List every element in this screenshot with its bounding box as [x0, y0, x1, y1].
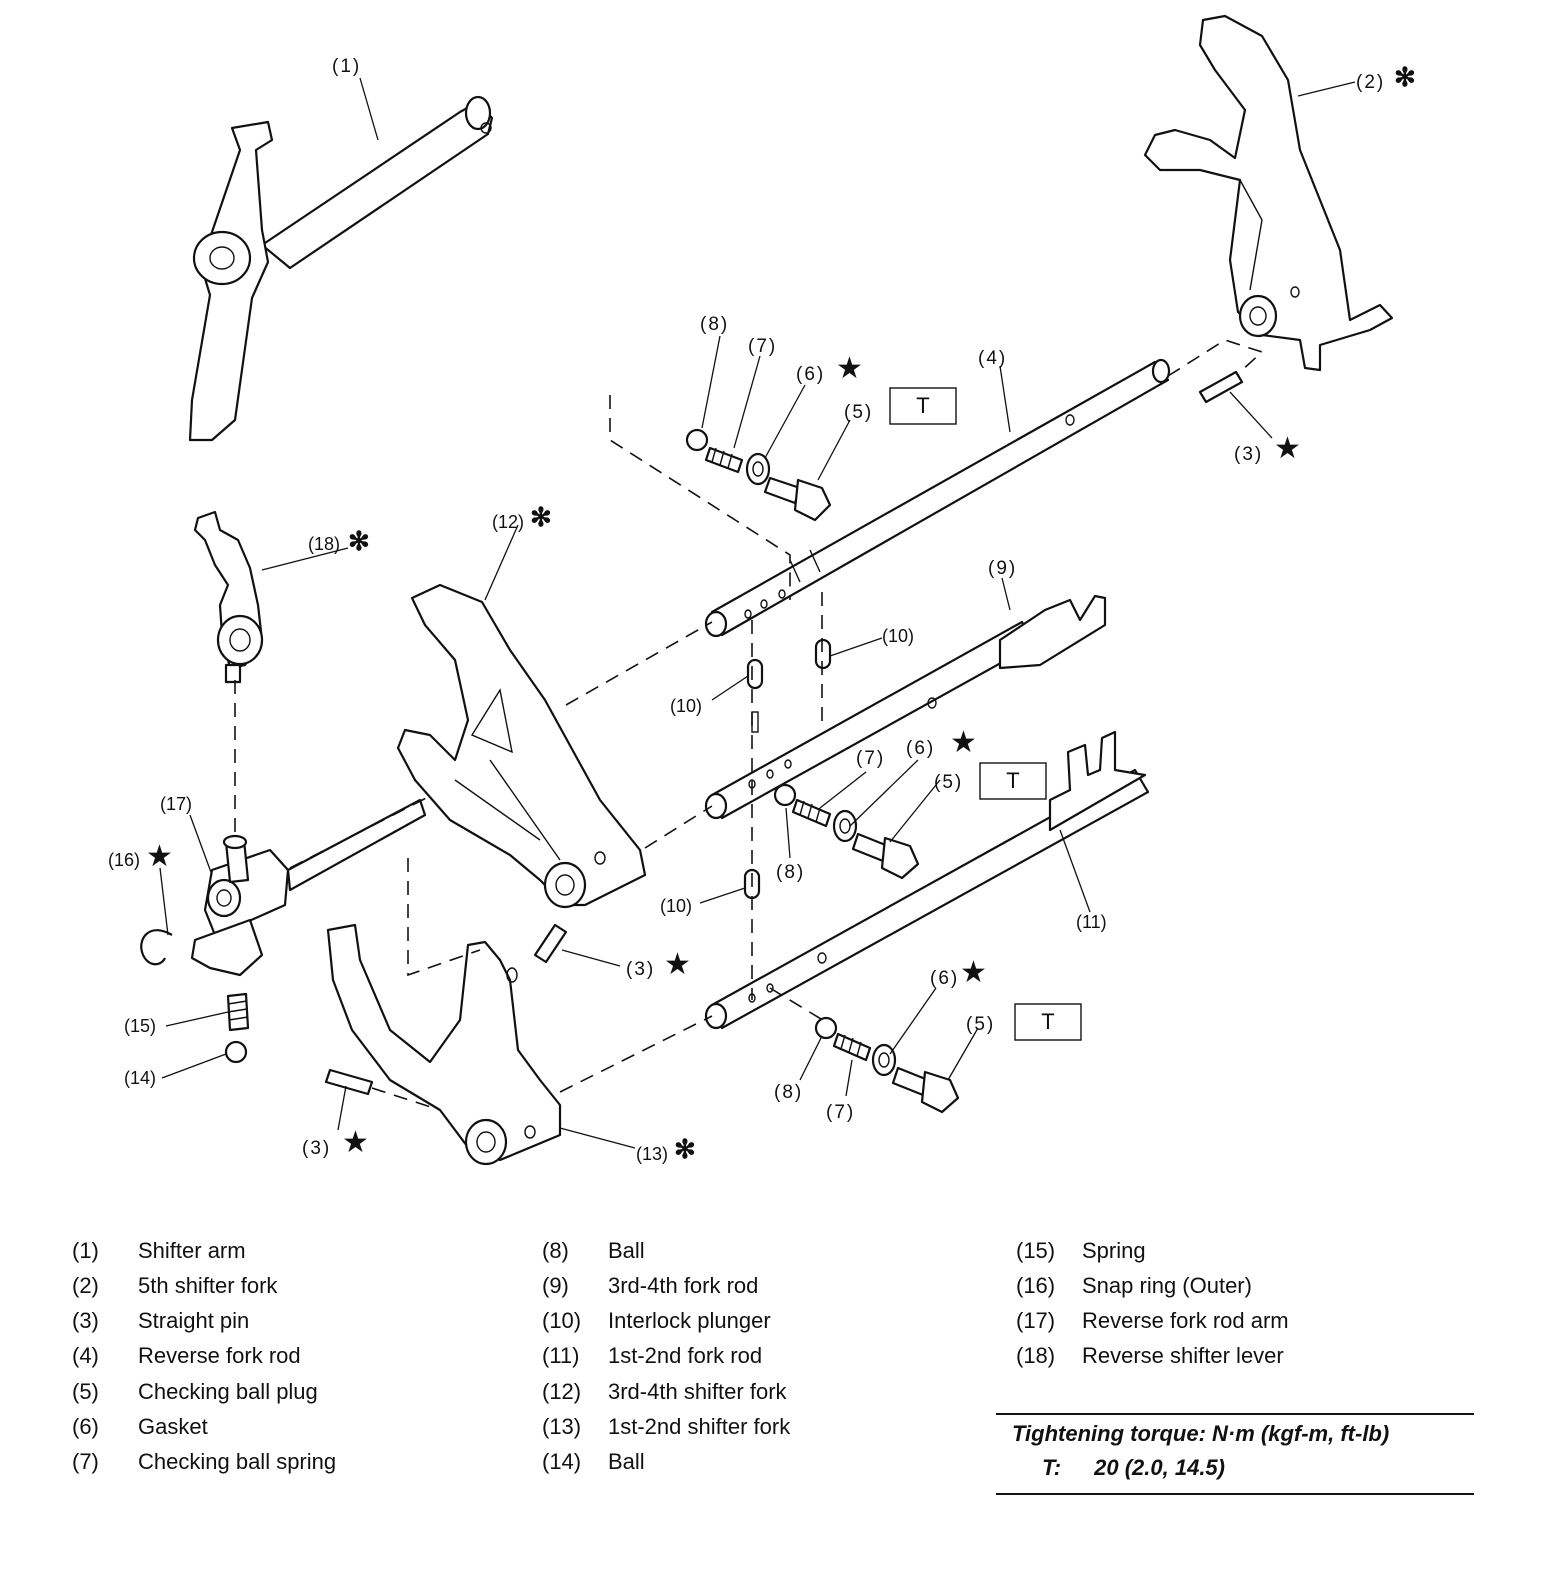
- reverse-fork-rod-arm: [190, 798, 427, 977]
- callout-2: (2): [1356, 72, 1385, 93]
- callout-18: (18): [308, 534, 340, 554]
- torque-label: T:: [1042, 1455, 1062, 1480]
- callout-5c: (5): [966, 1014, 995, 1035]
- straight-pin-middle: [533, 923, 568, 964]
- callout-5a: (5): [844, 402, 873, 423]
- shifter-arm: [188, 95, 494, 442]
- callout-8c: (8): [774, 1082, 803, 1103]
- svg-text:★: ★: [342, 1126, 369, 1159]
- callout-9: (9): [988, 558, 1017, 579]
- callout-12: (12): [492, 512, 524, 532]
- callout-15: (15): [124, 1016, 156, 1036]
- svg-text:★: ★: [1274, 432, 1301, 465]
- callout-1: (1): [332, 56, 361, 77]
- svg-text:✻: ✻: [530, 502, 552, 532]
- leader-lines: [159, 77, 1356, 1149]
- torque-tag-top: T: [889, 387, 957, 425]
- first-second-fork-rod: [704, 730, 1150, 1030]
- callout-14: (14): [124, 1068, 156, 1088]
- reverse-fork-rod: [704, 358, 1171, 638]
- callout-7b: (7): [856, 748, 885, 769]
- snap-ring: [140, 929, 173, 966]
- svg-text:✻: ✻: [348, 526, 370, 556]
- callout-4: (4): [978, 348, 1007, 369]
- assembly-lines: [234, 339, 1264, 1111]
- third-fourth-shifter-fork: [396, 583, 647, 909]
- svg-text:★: ★: [836, 352, 863, 385]
- spring-15: [226, 992, 250, 1032]
- callout-8a: (8): [700, 314, 729, 335]
- svg-text:✻: ✻: [674, 1134, 696, 1164]
- callout-8b: (8): [776, 862, 805, 883]
- svg-text:★: ★: [960, 956, 987, 989]
- callout-6c: (6): [930, 968, 959, 989]
- straight-pin-right: [1198, 370, 1244, 404]
- torque-value: 20 (2.0, 14.5): [1094, 1455, 1225, 1480]
- svg-text:✻: ✻: [1394, 62, 1416, 92]
- svg-text:T: T: [1041, 1009, 1054, 1034]
- svg-text:★: ★: [146, 840, 173, 873]
- callout-16: (16): [108, 850, 140, 870]
- callout-17: (17): [160, 794, 192, 814]
- interlock-plunger-a: [746, 658, 764, 690]
- callout-labels: (1) (2) ✻ (4) (8) (7) (6) ★ (5) (3) ★ (9…: [108, 56, 1416, 1164]
- callout-6a: (6): [796, 364, 825, 385]
- ball-14: [224, 1040, 248, 1064]
- parts-legend: (1)Shifter arm (2)5th shifter fork (3)St…: [72, 1238, 1289, 1474]
- callout-5b: (5): [934, 772, 963, 793]
- first-second-shifter-fork: [326, 923, 562, 1166]
- interlock-plunger-b: [814, 638, 832, 670]
- callout-10a: (10): [670, 696, 702, 716]
- torque-spec: T: 20 (2.0, 14.5): [1042, 1455, 1225, 1481]
- checking-ball-stack-bottom: [814, 1016, 960, 1114]
- torque-tag-middle: T: [979, 762, 1047, 800]
- checking-ball-stack-middle: [773, 783, 920, 880]
- exploded-view-diagram: T T T: [108, 14, 1416, 1166]
- reverse-shifter-lever: [193, 510, 264, 684]
- torque-tag-bottom: T: [1014, 1003, 1082, 1041]
- fifth-shifter-fork: [1143, 14, 1394, 372]
- svg-text:★: ★: [664, 948, 691, 981]
- callout-10b: (10): [882, 626, 914, 646]
- torque-note: Tightening torque: N·m (kgf-m, ft-lb) T:…: [996, 1413, 1474, 1495]
- callout-3c: (3): [302, 1138, 331, 1159]
- callout-7c: (7): [826, 1102, 855, 1123]
- svg-text:T: T: [916, 393, 929, 418]
- callout-3a: (3): [1234, 444, 1263, 465]
- callout-11: (11): [1076, 912, 1107, 932]
- callout-13: (13): [636, 1144, 668, 1164]
- torque-title: Tightening torque: N·m (kgf-m, ft-lb): [1012, 1421, 1390, 1446]
- callout-7a: (7): [748, 336, 777, 357]
- svg-text:★: ★: [950, 726, 977, 759]
- checking-ball-stack-top: [685, 428, 832, 522]
- callout-3b: (3): [626, 959, 655, 980]
- callout-10c: (10): [660, 896, 692, 916]
- straight-pin-left: [324, 1068, 374, 1096]
- callout-6b: (6): [906, 738, 935, 759]
- svg-text:T: T: [1006, 768, 1019, 793]
